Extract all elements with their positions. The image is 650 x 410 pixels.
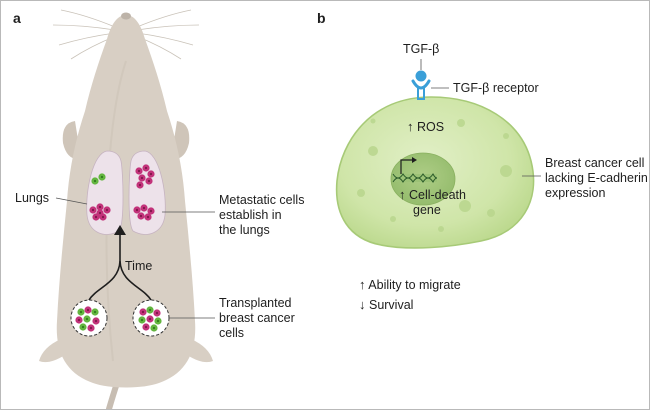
tgf-beta-ligand: [415, 70, 427, 82]
ros-label: ↑ ROS: [407, 119, 444, 135]
ros-up-arrow: ↑: [407, 119, 414, 134]
metastatic-label-line-1: Metastatic cells: [219, 193, 305, 207]
mouse-body: [56, 15, 196, 388]
cell-label-line-2: lacking E-cadherin: [545, 171, 648, 185]
time-arrow: [88, 225, 152, 301]
mouse-nose: [121, 12, 131, 20]
leader-lines-a: [55, 197, 215, 319]
transplanted-label-line-1: Transplanted: [219, 296, 292, 310]
transplanted-label: Transplanted breast cancer cells: [219, 296, 295, 341]
cell-label: Breast cancer cell lacking E-cadherin ex…: [545, 156, 648, 201]
gene-up-arrow: ↑: [399, 187, 406, 202]
tgf-beta-receptor-icon: [411, 59, 449, 100]
transplanted-label-line-2: breast cancer: [219, 311, 295, 325]
metastatic-label: Metastatic cells establish in the lungs: [219, 193, 304, 238]
metastatic-label-line-3: the lungs: [219, 223, 270, 237]
cell-vesicles: [357, 118, 512, 232]
panel-a-letter: a: [13, 10, 21, 26]
effect-arrow-down: ↓: [359, 297, 366, 312]
tgf-beta-receptor-label: TGF-β receptor: [453, 81, 539, 95]
effect-arrow-up: ↑: [359, 277, 366, 292]
transplanted-tumor-left: [70, 299, 108, 337]
metastatic-label-line-2: establish in: [219, 208, 282, 222]
transplanted-label-line-3: cells: [219, 326, 245, 340]
cell-label-line-1: Breast cancer cell: [545, 156, 645, 170]
effect-migrate: ↑ Ability to migrate: [359, 275, 461, 295]
cell-death-gene-label: ↑ Cell-death gene: [399, 187, 466, 218]
ros-text: ROS: [416, 120, 445, 134]
gene-label-line-1: Cell-death: [408, 188, 466, 202]
panel-b-letter: b: [317, 10, 326, 26]
gene-label-line-2: gene: [413, 203, 441, 217]
lungs-label: Lungs: [15, 191, 50, 205]
effects-list: ↑ Ability to migrate ↓ Survival: [359, 275, 461, 315]
effect-migrate-text: Ability to migrate: [368, 278, 461, 292]
mouse-illustration: [39, 9, 213, 409]
dna-helix-icon: [392, 172, 438, 184]
transcription-arrow-icon: [400, 157, 417, 174]
effect-survival: ↓ Survival: [359, 295, 461, 315]
cell-label-line-3: expression: [545, 186, 606, 200]
time-label: Time: [125, 259, 153, 273]
tgf-beta-label: TGF-β: [403, 42, 440, 56]
transplanted-tumor-right: [132, 299, 170, 337]
effect-survival-text: Survival: [368, 298, 414, 312]
